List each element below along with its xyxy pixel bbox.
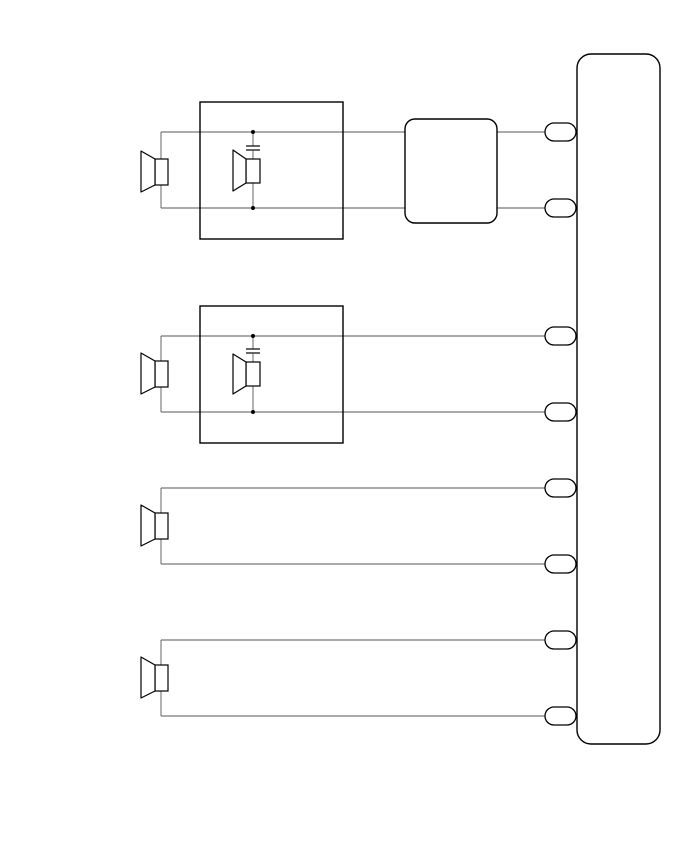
- junction-dot: [251, 130, 255, 134]
- crossover-box: [199, 101, 344, 240]
- channel-2: [140, 305, 577, 444]
- speaker-icon: [140, 656, 169, 699]
- terminal-icon: [544, 554, 577, 574]
- junction-dot: [251, 410, 255, 414]
- terminal-icon: [544, 706, 577, 726]
- speaker-icon: [140, 150, 169, 193]
- terminal-icon: [544, 198, 577, 218]
- junction-dot: [251, 334, 255, 338]
- terminal-icon: [544, 478, 577, 498]
- channel-3: [140, 478, 577, 574]
- inline-module-box: [404, 118, 498, 224]
- junction-dot: [251, 206, 255, 210]
- channel-1: [140, 101, 577, 240]
- terminal-icon: [544, 122, 577, 142]
- connector-block: [576, 53, 661, 745]
- terminal-icon: [544, 630, 577, 650]
- tweeter-icon: [232, 353, 261, 395]
- speaker-icon: [140, 352, 169, 395]
- speaker-icon: [140, 504, 169, 547]
- terminal-icon: [544, 326, 577, 346]
- tweeter-icon: [232, 149, 261, 192]
- terminal-icon: [544, 402, 577, 422]
- crossover-box: [199, 305, 344, 444]
- channel-4: [140, 630, 577, 726]
